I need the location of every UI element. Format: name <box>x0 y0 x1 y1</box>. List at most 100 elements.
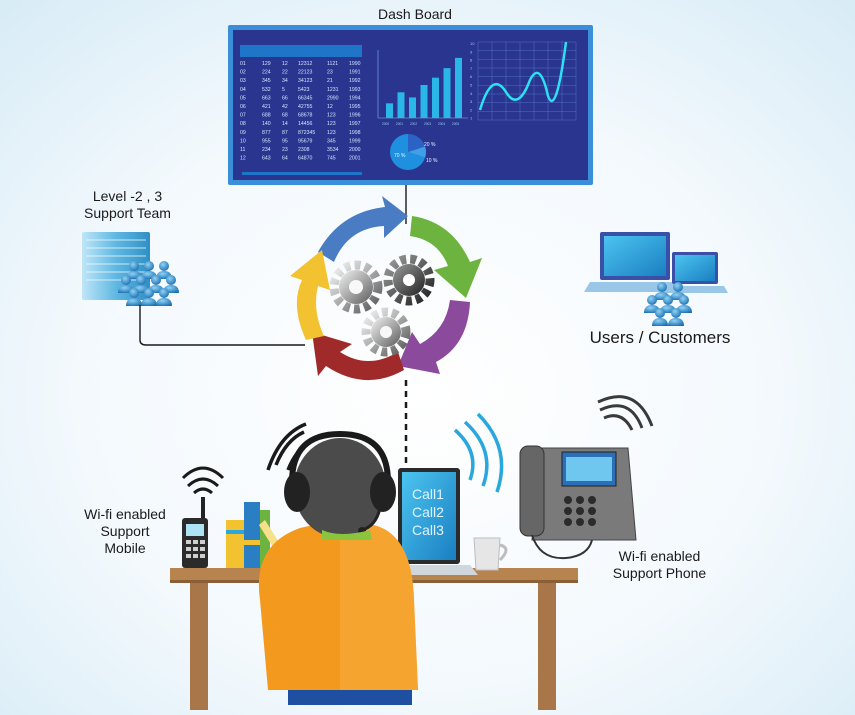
table-cell: 1991 <box>349 70 361 76</box>
bar <box>420 85 428 118</box>
cycle-arrow-red <box>312 332 404 381</box>
table-cell: 345 <box>262 78 271 84</box>
line-tick-label: 5 <box>470 82 473 87</box>
support-phone <box>519 395 654 560</box>
support-mobile <box>181 466 225 568</box>
table-cell: 421 <box>262 104 271 110</box>
table-cell: 64870 <box>298 156 313 162</box>
table-cell: 01 <box>240 61 246 67</box>
bar <box>386 103 393 118</box>
line-tick-label: 10 <box>470 41 475 46</box>
table-cell: 14 <box>282 121 288 127</box>
line-tick-label: 8 <box>470 58 473 63</box>
line-series <box>478 41 568 111</box>
dashboard-bar-chart: 2000 2001 2002 2003 2004 2005 <box>377 50 468 126</box>
bar <box>432 77 439 118</box>
bar-tick-label: 2005 <box>452 122 459 126</box>
table-cell: 532 <box>262 87 271 93</box>
table-cell: 1999 <box>349 138 361 144</box>
table-cell: 68678 <box>298 113 313 119</box>
bar <box>443 68 451 118</box>
table-cell: 123 <box>327 121 336 127</box>
table-cell: 1994 <box>349 95 361 101</box>
table-cell: 1231 <box>327 87 339 93</box>
bar-tick-label: 2004 <box>438 122 445 126</box>
table-cell: 643 <box>262 156 271 162</box>
bar-tick-label: 2002 <box>410 122 417 126</box>
table-cell: 09 <box>240 130 246 136</box>
table-cell: 64 <box>282 156 288 162</box>
pie-label: 10 % <box>426 158 438 164</box>
table-cell: 123 <box>327 130 336 136</box>
table-cell: 95 <box>282 138 288 144</box>
bar-tick-label: 2001 <box>396 122 403 126</box>
table-cell: 66345 <box>298 95 313 101</box>
pie-slice <box>390 134 426 170</box>
mobile-label-line2: Support <box>100 522 150 539</box>
table-cell: 1995 <box>349 104 361 110</box>
table-cell: 42755 <box>298 104 313 110</box>
table-cell: 1990 <box>349 61 361 67</box>
phone-label-line1: Wi-fi enabled <box>618 548 701 564</box>
line-tick-label: 2 <box>470 107 473 112</box>
table-cell: 66 <box>282 95 288 101</box>
call-list: Call1 Call2 Call3 <box>412 485 472 539</box>
table-cell: 872345 <box>298 130 315 136</box>
table-cell: 224 <box>262 70 271 76</box>
mobile-label: Wi-fi enabled Support Mobile <box>60 506 190 556</box>
table-cell: 05 <box>240 95 246 101</box>
gear-icon <box>329 260 383 314</box>
table-cell: 5423 <box>298 87 310 93</box>
bar-tick-label: 2003 <box>424 122 431 126</box>
table-cell: 12312 <box>298 61 313 67</box>
table-cell: 955 <box>262 138 271 144</box>
table-cell: 14456 <box>298 121 313 127</box>
process-cycle <box>290 196 482 381</box>
line-tick-label: 6 <box>470 74 473 79</box>
table-cell: 11 <box>240 147 245 153</box>
line-tick-label: 3 <box>470 99 473 104</box>
pie-slice <box>408 134 426 152</box>
bar <box>455 57 462 118</box>
table-cell: 129 <box>262 61 271 67</box>
table-cell: 87 <box>282 130 288 136</box>
table-cell: 22123 <box>298 70 313 76</box>
line-tick-label: 9 <box>470 49 473 54</box>
bar <box>397 92 405 118</box>
table-cell: 23 <box>327 70 333 76</box>
gears <box>329 254 435 357</box>
bar-tick-label: 2000 <box>382 122 389 126</box>
line-tick-label: 1 <box>470 116 473 121</box>
table-cell: 2000 <box>349 147 361 153</box>
pie-slice <box>408 146 426 158</box>
table-cell: 1992 <box>349 78 361 84</box>
table-cell: 2001 <box>349 156 361 162</box>
support-team-label: Level -2 , 3 Support Team <box>60 188 195 222</box>
line-tick-label: 7 <box>470 66 473 71</box>
table-cell: 95679 <box>298 138 313 144</box>
table-cell: 02 <box>240 70 246 76</box>
dashboard-pie-chart: 70 %20 %10 % <box>390 134 438 170</box>
table-cell: 42 <box>282 104 288 110</box>
pie-label: 20 % <box>424 142 436 148</box>
cycle-arrow-blue <box>318 196 408 262</box>
phone-label-line2: Support Phone <box>612 564 707 581</box>
table-cell: 21 <box>327 78 333 84</box>
table-cell: 663 <box>262 95 271 101</box>
table-cell: 12 <box>327 104 333 110</box>
table-cell: 12 <box>282 61 288 67</box>
table-cell: 2308 <box>298 147 310 153</box>
cycle-arrow-purple <box>398 300 470 374</box>
table-cell: 1121 <box>327 61 338 67</box>
table-cell: 3534 <box>327 147 339 153</box>
table-cell: 745 <box>327 156 336 162</box>
table-cell: 08 <box>240 121 246 127</box>
connector-support-team <box>139 305 305 346</box>
users-label: Users / Customers <box>589 328 731 347</box>
table-cell: 1997 <box>349 121 361 127</box>
bar <box>409 97 416 118</box>
table-cell: 234 <box>262 147 271 153</box>
